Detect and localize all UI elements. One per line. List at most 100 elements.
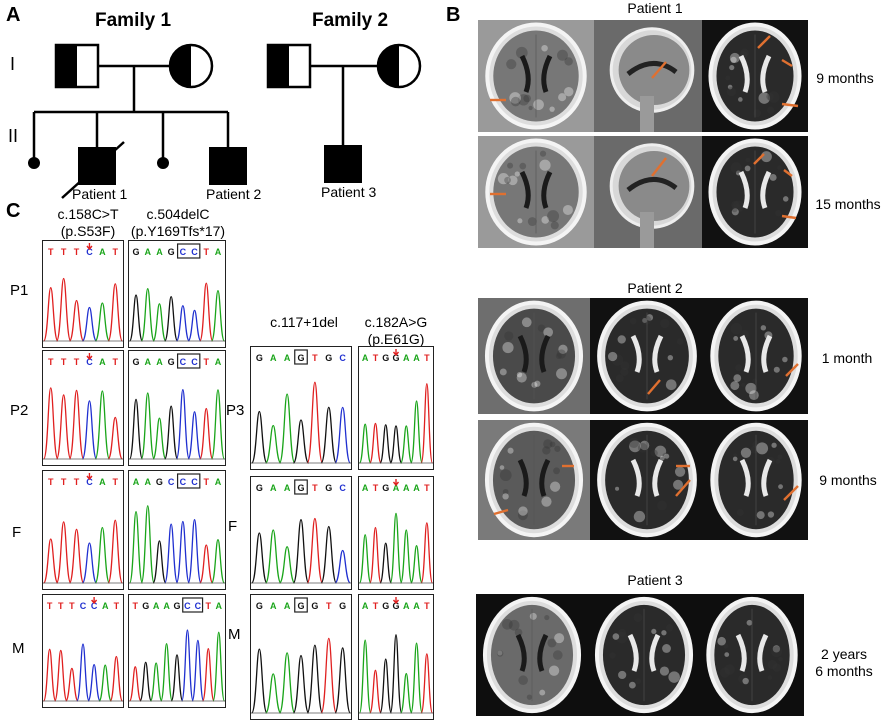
chromatogram-peak xyxy=(420,383,433,464)
base-call: T xyxy=(74,247,80,257)
variant-marker-icon xyxy=(86,473,93,481)
chromatogram-peak xyxy=(129,398,144,460)
base-call: C xyxy=(191,477,198,487)
family1-title: Family 1 xyxy=(95,10,172,31)
chromatogram-peak xyxy=(420,522,433,584)
chromatogram-peak xyxy=(181,629,194,702)
base-call: T xyxy=(373,483,379,493)
base-call: G xyxy=(256,601,263,611)
orange-arrow-icon xyxy=(675,479,691,497)
chromatogram-peak xyxy=(140,288,155,342)
base-call: C xyxy=(86,357,93,367)
chromatogram-peak xyxy=(98,664,112,702)
base-call: A xyxy=(284,483,291,493)
variant-marker-icon xyxy=(86,353,93,361)
patient3-label: Patient 3 xyxy=(321,184,377,200)
chromatogram-peak xyxy=(187,411,202,460)
chromatogram-peak xyxy=(334,549,351,584)
orange-arrow-icon xyxy=(781,102,799,108)
base-call: A xyxy=(215,247,222,257)
base-call: G xyxy=(256,483,263,493)
mri-p1-15m-sagittal xyxy=(594,136,702,248)
base-call: T xyxy=(114,601,120,611)
base-call: A xyxy=(362,601,369,611)
base-call: C xyxy=(339,353,346,363)
orange-arrow-icon xyxy=(651,61,667,79)
base-call: G xyxy=(297,601,304,611)
chromatogram-peak xyxy=(81,400,98,460)
base-call: C xyxy=(168,477,175,487)
mri-patient3-title: Patient 3 xyxy=(627,572,683,588)
mri-p3-dwi xyxy=(476,594,588,716)
variant-box xyxy=(176,473,201,489)
row-label-p2: P2 xyxy=(10,402,29,419)
base-call: G xyxy=(325,353,332,363)
base-call: A xyxy=(270,483,277,493)
mri-p1-9m-axial-t2 xyxy=(702,20,808,132)
chromatogram-peak xyxy=(107,283,123,342)
base-call: A xyxy=(215,357,222,367)
chromatogram-peak xyxy=(320,525,338,584)
chromatogram-peak xyxy=(210,539,225,584)
chromatogram-peak xyxy=(129,666,142,702)
miscarriage-symbol-2 xyxy=(157,157,169,169)
chromatogram-peak xyxy=(68,299,85,342)
base-call: G xyxy=(156,477,163,487)
base-call: A xyxy=(284,353,291,363)
base-call: A xyxy=(362,483,369,493)
miscarriage-symbol-1 xyxy=(28,157,40,169)
variant-marker-icon xyxy=(392,349,400,357)
base-call: A xyxy=(284,601,291,611)
chromatogram-peak xyxy=(399,529,413,584)
chromatogram-peak xyxy=(379,658,393,714)
chromatogram-peak xyxy=(55,394,72,460)
base-call: T xyxy=(48,247,54,257)
base-call: T xyxy=(373,353,379,363)
base-call: T xyxy=(74,477,80,487)
base-call: T xyxy=(133,601,139,611)
base-call: T xyxy=(48,477,54,487)
orange-arrow-icon xyxy=(651,157,667,177)
mri-p2-age-2: 9 months xyxy=(819,472,877,488)
variant-marker-icon xyxy=(392,597,400,605)
chromatogram-peak xyxy=(359,423,372,464)
mri-p2-age-1: 1 month xyxy=(821,350,873,366)
base-call: C xyxy=(180,477,187,487)
base-call: A xyxy=(99,247,106,257)
base-call: T xyxy=(58,601,64,611)
chromatogram-peak xyxy=(389,425,403,464)
chromatogram-peak xyxy=(170,654,184,702)
base-call: A xyxy=(156,357,163,367)
base-call: G xyxy=(297,353,304,363)
base-call: T xyxy=(48,357,54,367)
chromatogram-peak xyxy=(264,673,282,714)
chromatogram-peak xyxy=(43,287,59,342)
base-call: T xyxy=(61,477,67,487)
base-call: G xyxy=(133,357,140,367)
panel-letter-b: B xyxy=(446,4,461,26)
chromatogram-peak xyxy=(107,519,123,584)
chromatogram-peak xyxy=(251,532,268,584)
base-call: T xyxy=(312,353,318,363)
mri-patient2-title: Patient 2 xyxy=(627,280,683,296)
chromatogram-peak xyxy=(369,526,382,584)
base-call: A xyxy=(403,483,410,493)
chromatogram-peak xyxy=(369,422,382,464)
base-call: C xyxy=(191,357,198,367)
patient2-symbol xyxy=(209,147,247,185)
pedigree-diagram xyxy=(28,43,422,199)
base-call: T xyxy=(206,601,212,611)
base-call: G xyxy=(382,601,389,611)
chromatogram-peak xyxy=(199,544,214,584)
row-label-father: F xyxy=(12,524,22,541)
chromatogram-peak xyxy=(278,546,296,584)
chromatogram-peak xyxy=(210,389,225,460)
base-call: G xyxy=(297,483,304,493)
chromatogram-peak xyxy=(399,672,413,714)
variant-marker-icon xyxy=(86,243,93,251)
base-call: G xyxy=(311,601,318,611)
